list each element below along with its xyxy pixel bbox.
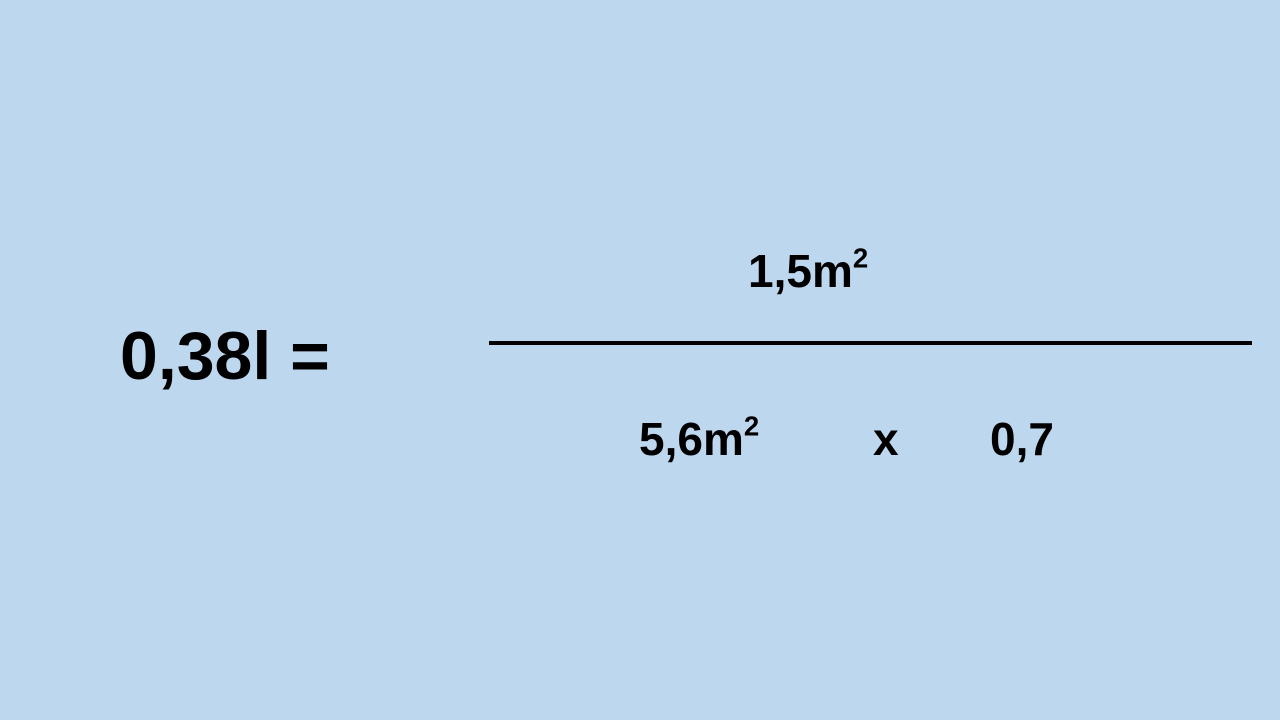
denominator-term-1: 5,6m2 — [639, 412, 759, 465]
numerator-value: 1,5 — [748, 245, 812, 297]
denominator-term-1-value: 5,6 — [639, 413, 703, 465]
denominator-term-1-exponent: 2 — [743, 410, 760, 442]
fraction-numerator: 1,5m2 — [748, 244, 868, 297]
denominator-term-2: 0,7 — [990, 413, 1054, 465]
numerator-unit: m — [811, 245, 853, 297]
equation-left-side: 0,38l = — [120, 318, 330, 394]
fraction-bar — [489, 341, 1252, 345]
numerator-exponent: 2 — [852, 242, 869, 274]
multiplication-operator: x — [873, 413, 899, 465]
denominator-term-1-unit: m — [702, 413, 744, 465]
